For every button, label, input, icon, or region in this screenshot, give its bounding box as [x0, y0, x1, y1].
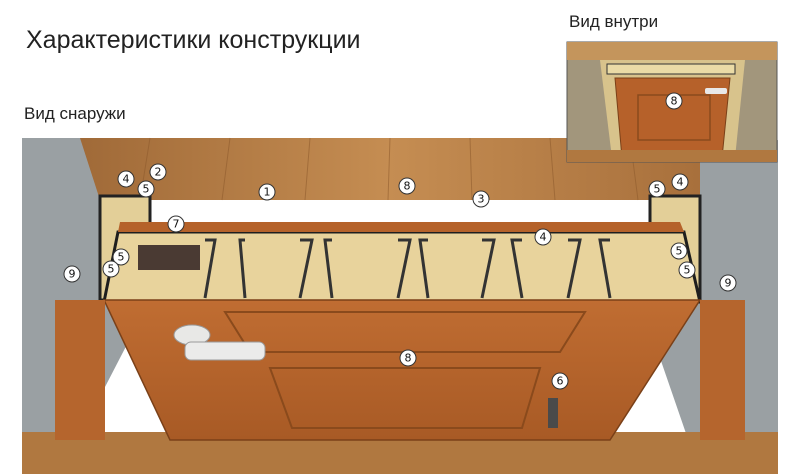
door-handle [173, 324, 266, 361]
callout-5-left-mid: 5 [112, 248, 130, 266]
callout-5-left-low: 5 [102, 260, 120, 278]
svg-text:8: 8 [671, 95, 678, 108]
svg-text:9: 9 [725, 277, 732, 290]
callout-8-inset: 8 [665, 92, 683, 110]
callout-4-left: 4 [117, 170, 135, 188]
svg-text:3: 3 [478, 193, 485, 206]
door-hinge [548, 398, 558, 428]
callout-2: 2 [149, 163, 167, 181]
callout-8-section: 8 [398, 177, 416, 195]
svg-text:4: 4 [677, 176, 684, 189]
door-trim-right [700, 300, 745, 440]
callout-6: 6 [551, 372, 569, 390]
svg-text:5: 5 [684, 264, 691, 277]
callout-5-left-top: 5 [137, 180, 155, 198]
door-panel-upper [223, 311, 587, 353]
callout-7: 7 [167, 215, 185, 233]
svg-text:5: 5 [108, 263, 115, 276]
svg-text:5: 5 [676, 245, 683, 258]
callout-9-left: 9 [63, 265, 81, 283]
floor-boards [139, 137, 639, 201]
door-top-panel [118, 222, 684, 232]
svg-text:6: 6 [557, 375, 564, 388]
floor-bottom [22, 432, 778, 474]
outside-view-label: Вид снаружи [24, 104, 126, 123]
diagram-title: Характеристики конструкции [26, 26, 361, 54]
svg-text:5: 5 [654, 183, 661, 196]
callout-5-right-low: 5 [678, 261, 696, 279]
inside-view-label: Вид внутри [569, 12, 659, 31]
svg-text:8: 8 [404, 180, 411, 193]
callout-9-right: 9 [719, 274, 737, 292]
svg-text:7: 7 [173, 218, 180, 231]
svg-text:1: 1 [264, 186, 271, 199]
svg-text:8: 8 [405, 352, 412, 365]
door-leaf [102, 299, 702, 441]
seal-block [138, 245, 200, 270]
door-panel-lower [268, 367, 542, 429]
parquet-floor [80, 138, 700, 200]
svg-text:5: 5 [143, 183, 150, 196]
svg-text:4: 4 [540, 231, 547, 244]
svg-text:4: 4 [123, 173, 130, 186]
callout-4-center: 4 [534, 228, 552, 246]
callout-8-door: 8 [399, 349, 417, 367]
callout-5-right-top: 5 [648, 180, 666, 198]
svg-text:9: 9 [69, 268, 76, 281]
door-trim-left [55, 300, 105, 440]
honeycomb-filler [203, 238, 612, 299]
svg-text:2: 2 [155, 166, 162, 179]
svg-text:5: 5 [118, 251, 125, 264]
inside-view-inset [566, 41, 778, 163]
callout-3: 3 [472, 190, 490, 208]
callout-4-right: 4 [671, 173, 689, 191]
callout-1: 1 [258, 183, 276, 201]
callout-5-right-mid: 5 [670, 242, 688, 260]
